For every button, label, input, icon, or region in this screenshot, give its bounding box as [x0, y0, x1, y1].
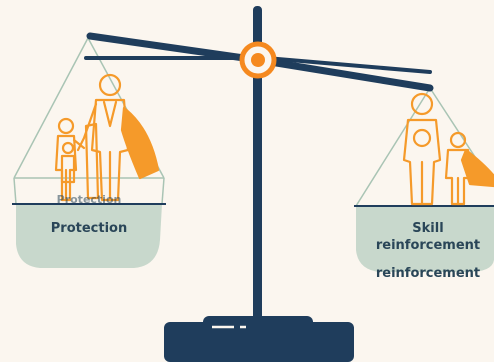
- left-pan-bowl: [16, 204, 162, 268]
- left-pan-ghost-label: Protection: [56, 193, 122, 206]
- right-pan-label-line1: Skill: [412, 221, 444, 236]
- left-family-icon: [54, 73, 160, 202]
- left-pan-label: Protection: [50, 221, 128, 236]
- scale-base: [164, 316, 354, 362]
- right-family-icon: [402, 92, 494, 206]
- scale-beam-right: [254, 56, 434, 92]
- pivot-ring-icon: [239, 41, 277, 79]
- beam-edge-right: [264, 56, 432, 74]
- right-pan-label-line2: reinforcement: [375, 238, 481, 253]
- right-pan-bowl: [356, 206, 494, 272]
- right-pan-label-line3: reinforcement: [375, 266, 481, 281]
- scale-post: [253, 6, 262, 324]
